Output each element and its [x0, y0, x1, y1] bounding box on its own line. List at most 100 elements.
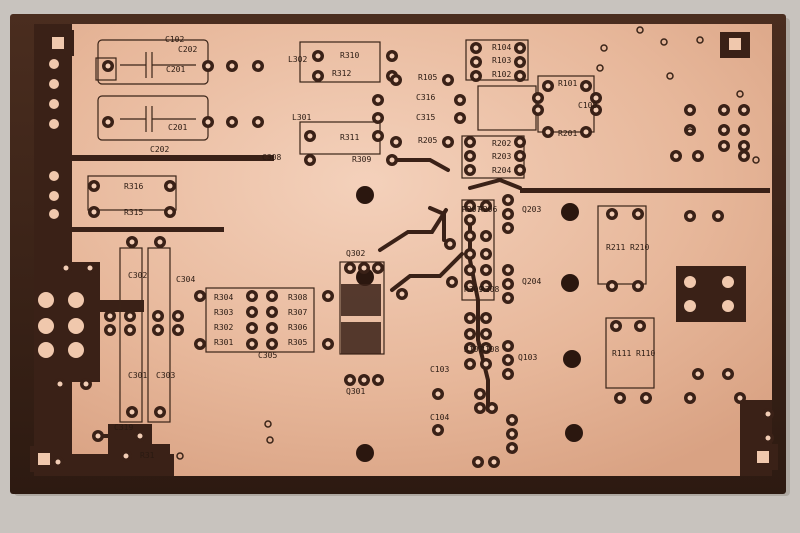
pad-hole [509, 445, 515, 451]
label-r306: R306 [288, 323, 307, 332]
label-r303: R303 [214, 308, 233, 317]
pad-hole [467, 217, 473, 223]
pad-hole [473, 59, 479, 65]
pad-hole [517, 45, 523, 51]
pad-hole [167, 183, 173, 189]
label-r307: R307 [288, 308, 307, 317]
pad-hole [175, 327, 181, 333]
pad-hole [483, 345, 489, 351]
pad-hole [155, 327, 161, 333]
pad-hole [545, 129, 551, 135]
pad-hole [205, 63, 211, 69]
label-c103: C103 [430, 365, 449, 374]
label-c319: C319 [114, 423, 133, 432]
label-r305: R305 [288, 338, 307, 347]
pad-hole [63, 265, 69, 271]
pad-hole [505, 281, 511, 287]
pad-hole [505, 225, 511, 231]
pad-hole [517, 59, 523, 65]
label-r107: R107 [464, 345, 483, 354]
pad-hole [593, 95, 599, 101]
pad-hole [517, 167, 523, 173]
pad-hole [447, 241, 453, 247]
pad-hole [725, 371, 731, 377]
pad-hole [375, 115, 381, 121]
pad-hole [315, 73, 321, 79]
pad-hole [393, 77, 399, 83]
mounting-holes [356, 186, 583, 462]
pad-hole [399, 291, 405, 297]
label-c108: C108 [578, 101, 597, 110]
pad-hole [445, 77, 451, 83]
label-r205: R205 [418, 136, 437, 145]
label-r316: R316 [124, 182, 143, 191]
pad-hole [389, 157, 395, 163]
label-r315: R315 [124, 208, 143, 217]
signal-traces [96, 158, 522, 456]
label-r201: R201 [558, 129, 577, 138]
pad-hole [435, 427, 441, 433]
pad-hole [535, 107, 541, 113]
label-q204: Q204 [522, 277, 541, 286]
pad-hole [449, 279, 455, 285]
pad-hole [715, 213, 721, 219]
label-c301: C301 [128, 371, 147, 380]
pad-hole [269, 309, 275, 315]
pad-hole [175, 313, 181, 319]
label-l301: L301 [292, 113, 311, 122]
pad-hole [643, 395, 649, 401]
label-r309: R309 [352, 155, 371, 164]
pad-hole [695, 371, 701, 377]
label-c102: C102 [165, 35, 184, 44]
label-c201b: C201 [168, 123, 187, 132]
transistor-holes [684, 276, 734, 312]
label-r110: R110 [636, 349, 655, 358]
pad-hole [155, 313, 161, 319]
pad-hole [583, 83, 589, 89]
pad-hole [127, 313, 133, 319]
pad-hole [197, 293, 203, 299]
pad-hole [505, 343, 511, 349]
pad-hole [687, 107, 693, 113]
pad-hole [229, 119, 235, 125]
through-hole-pads [52, 42, 774, 468]
pad-hole [593, 107, 599, 113]
pad-hole [445, 139, 451, 145]
pad-hole [307, 133, 313, 139]
pad-hole [509, 417, 515, 423]
label-r202: R202 [492, 139, 511, 148]
pad-hole [157, 409, 163, 415]
label-c201a: C201 [166, 65, 185, 74]
pad-hole [255, 119, 261, 125]
pad-hole [635, 283, 641, 289]
pad-hole [307, 157, 313, 163]
label-r311: R311 [340, 133, 359, 142]
pad-hole [255, 63, 261, 69]
pad-hole [269, 341, 275, 347]
pad-hole [249, 309, 255, 315]
label-c303: C303 [156, 371, 175, 380]
pad-hole [483, 331, 489, 337]
pad-hole [325, 341, 331, 347]
label-c316: C316 [416, 93, 435, 102]
label-q301: Q301 [346, 387, 365, 396]
pad-hole [467, 153, 473, 159]
pad-hole [483, 251, 489, 257]
copper-surface [34, 24, 772, 476]
label-l302: L302 [288, 55, 307, 64]
pad-hole [635, 211, 641, 217]
pad-hole [505, 197, 511, 203]
pad-hole [457, 115, 463, 121]
pad-hole [765, 435, 771, 441]
pad-hole [467, 315, 473, 321]
pad-hole [91, 183, 97, 189]
label-c308: C308 [262, 153, 281, 162]
label-r210: R210 [630, 243, 649, 252]
label-r301: R301 [214, 338, 233, 347]
pad-hole [249, 325, 255, 331]
label-q302: Q302 [346, 249, 365, 258]
pad-hole [83, 381, 89, 387]
pad-hole [347, 377, 353, 383]
pad-hole [315, 53, 321, 59]
